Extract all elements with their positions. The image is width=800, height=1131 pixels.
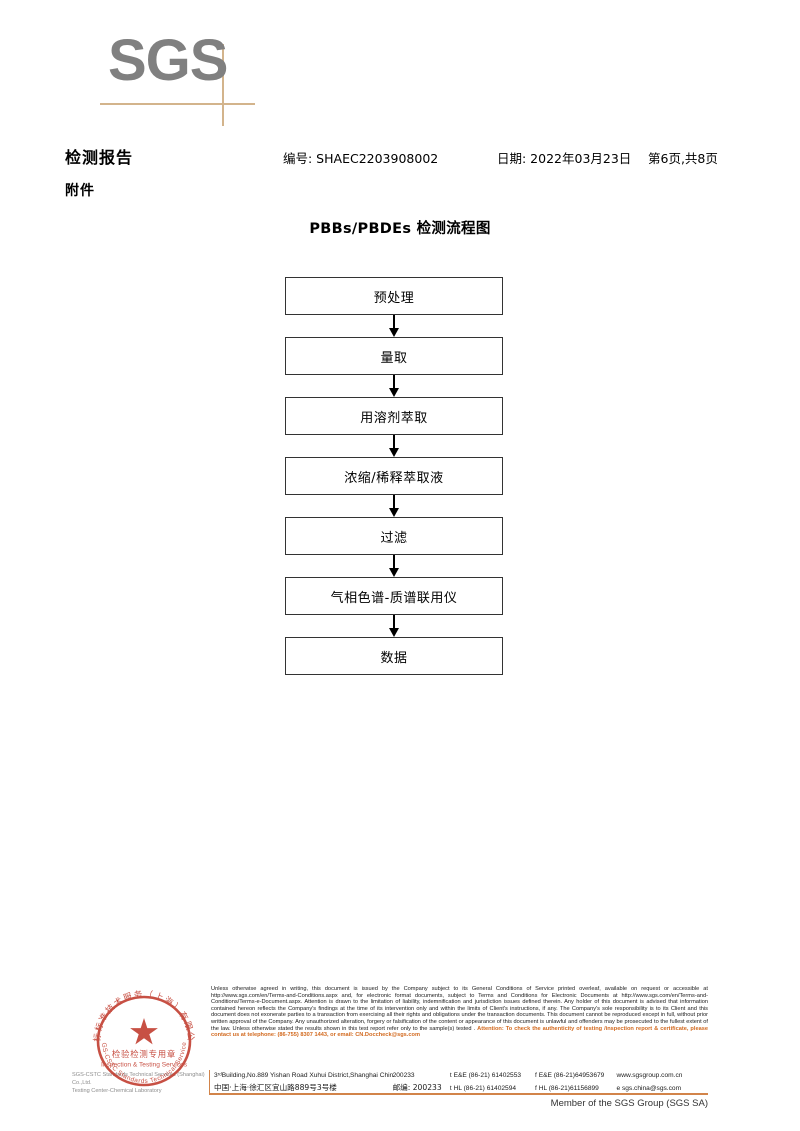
flow-arrow-5-icon — [285, 555, 503, 577]
legal-disclaimer: Unless otherwise agreed in writing, this… — [211, 986, 708, 1039]
flow-step-6: 气相色谱-质谱联用仪 — [285, 577, 503, 615]
logo-horizontal-rule — [100, 103, 255, 105]
page-title: 检测报告 — [65, 148, 134, 167]
flow-step-2: 量取 — [285, 337, 503, 375]
flowchart: 预处理 量取 用溶剂萃取 浓缩/稀释萃取液 过滤 气相色谱-质谱联用仪 数据 — [285, 277, 503, 675]
flowchart-title: PBBs/PBDEs 检测流程图 — [309, 221, 491, 237]
sgs-logo-text: SGS — [108, 28, 228, 93]
svg-text:检验检测专用章: 检验检测专用章 — [112, 1049, 176, 1059]
sgs-logo: SGS — [100, 32, 258, 126]
report-date: 日期: 2022年03月23日 — [497, 151, 632, 166]
attention-line-1: Attention: To check the authenticity of … — [211, 1025, 708, 1039]
flow-arrow-2-icon — [285, 375, 503, 397]
flow-step-7: 数据 — [285, 637, 503, 675]
stamp-seal-icon: 通标标准技术服务（上海）有限公司 SGS-CSTC Standards Tech… — [84, 985, 194, 1087]
flow-arrow-1-icon — [285, 315, 503, 337]
stamp-company-name: SGS-CSTC Standards Technical Services (S… — [72, 1071, 222, 1095]
attention-line-2: or email: CN.Doccheck@sgs.com — [330, 1032, 420, 1039]
footer-divider — [209, 1093, 708, 1095]
flow-arrow-4-icon — [285, 495, 503, 517]
flow-arrow-6-icon — [285, 615, 503, 637]
flow-step-1: 预处理 — [285, 277, 503, 315]
member-text: Member of the SGS Group (SGS SA) — [550, 1098, 708, 1109]
fax-ee: f E&E (86-21)64953679 — [535, 1072, 605, 1079]
attachment-label: 附件 — [65, 183, 95, 199]
inspection-stamp: SGS-CSTC Standards Technical Services (S… — [72, 985, 217, 1100]
address-row: 中国·上海·徐汇区宜山路889号3号楼 邮编: 200233 t HL (86-… — [214, 1082, 709, 1095]
flow-arrow-3-icon — [285, 435, 503, 457]
flow-step-5: 过滤 — [285, 517, 503, 555]
website: www.sgsgroup.com.cn — [616, 1072, 683, 1079]
flow-step-3: 用溶剂萃取 — [285, 397, 503, 435]
stamp-company-line2: Testing Center-Chemical Laboratory — [72, 1088, 162, 1094]
legal-paragraph: Unless otherwise agreed in writing, this… — [211, 986, 708, 1032]
tel-ee: t E&E (86-21) 61402553 — [449, 1072, 522, 1079]
svg-text:Inspection & Testing Services: Inspection & Testing Services — [101, 1062, 188, 1069]
stamp-company-line1: SGS-CSTC Standards Technical Services (S… — [72, 1072, 205, 1086]
address-en: 3ʳᵈBuilding,No.889 Yishan Road Xuhui Dis… — [214, 1072, 393, 1079]
logo-vertical-rule — [222, 44, 224, 126]
zip-cn: 邮编: 200233 — [392, 1082, 442, 1092]
address-block: 3ʳᵈBuilding,No.889 Yishan Road Xuhui Dis… — [209, 1070, 709, 1094]
address-cn: 中国·上海·徐汇区宜山路889号3号楼 — [214, 1082, 337, 1092]
tel-hl: t HL (86-21) 61402594 — [449, 1084, 517, 1092]
flow-step-4: 浓缩/稀释萃取液 — [285, 457, 503, 495]
page-footer: Unless otherwise agreed in writing, this… — [0, 980, 800, 1131]
page-indicator: 第6页,共8页 — [648, 151, 718, 166]
fax-hl: f HL (86-21)61156899 — [535, 1084, 599, 1092]
address-row: 3ʳᵈBuilding,No.889 Yishan Road Xuhui Dis… — [214, 1070, 709, 1082]
report-number: 编号: SHAEC2203908002 — [283, 151, 439, 166]
zip-en: 200233 — [392, 1072, 415, 1079]
email: e sgs.china@sgs.com — [616, 1084, 682, 1092]
